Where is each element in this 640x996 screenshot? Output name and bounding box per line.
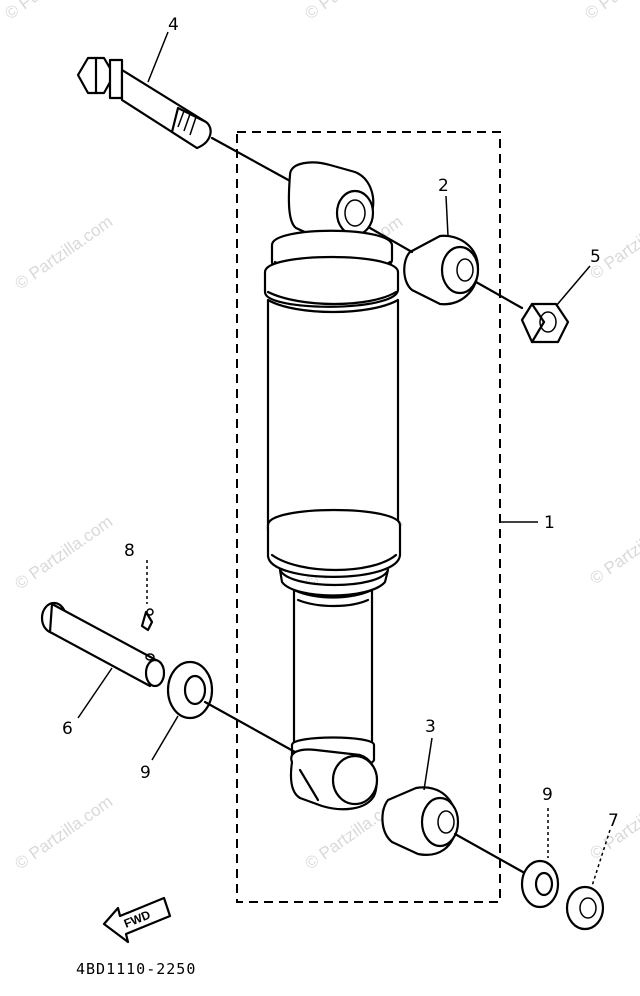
callout-6: 6 (62, 719, 73, 739)
watermark: © Partzilla.com (11, 792, 116, 873)
collar-upper (403, 234, 480, 306)
watermark: © Partzilla.com (586, 202, 640, 283)
washer-7-part (565, 885, 605, 931)
callout-9-left: 9 (140, 763, 151, 783)
callout-3: 3 (425, 717, 436, 737)
fwd-arrow-icon: FWD (102, 896, 172, 944)
alignment-line (203, 700, 297, 754)
watermark: © Partzilla.com (1, 0, 106, 23)
leader-line-9a (151, 715, 179, 761)
callout-5: 5 (590, 247, 601, 267)
pin-part (40, 601, 166, 688)
nut-part (520, 302, 570, 344)
callout-1: 1 (544, 513, 555, 533)
leader-line-3 (423, 737, 433, 791)
callout-7: 7 (608, 811, 619, 831)
leader-line-5 (555, 265, 591, 307)
collar-lower (381, 786, 460, 856)
watermark: © Partzilla.com (586, 507, 640, 588)
watermark: © Partzilla.com (11, 512, 116, 593)
watermark: © Partzilla.com (301, 0, 406, 23)
leader-line-2 (445, 195, 449, 237)
watermark: © Partzilla.com (581, 0, 640, 23)
assembly-boundary (236, 131, 501, 903)
watermark: © Partzilla.com (11, 212, 116, 293)
callout-2: 2 (438, 176, 449, 196)
leader-line-6 (77, 667, 113, 719)
bolt-part (76, 56, 212, 150)
alignment-line (368, 226, 414, 254)
callout-9-right: 9 (542, 785, 553, 805)
alignment-line (453, 832, 532, 878)
alignment-line (210, 136, 294, 184)
cotter-pin-part (140, 608, 154, 632)
leader-line-7 (591, 829, 611, 887)
shock-absorber (263, 161, 402, 811)
washer-left-part (166, 660, 214, 720)
drawing-code: 4BD1110-2250 (76, 960, 196, 978)
callout-4: 4 (168, 15, 179, 35)
callout-8: 8 (124, 541, 135, 561)
leader-line-4 (147, 31, 169, 83)
alignment-line (474, 280, 524, 310)
washer-right-part (520, 859, 560, 909)
